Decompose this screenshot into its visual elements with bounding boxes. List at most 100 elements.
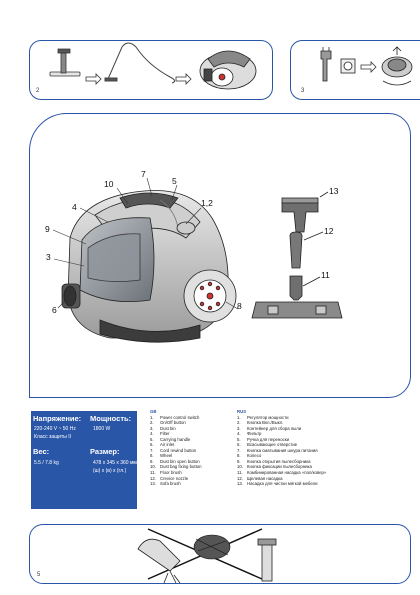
legend-title: GB <box>150 409 157 414</box>
legend-item-number: 3. <box>150 425 154 431</box>
legend-item-number: 8. <box>150 453 154 459</box>
hair-brush-icon <box>193 534 231 560</box>
callout-7: 7 <box>141 169 146 179</box>
power-label: Мощность: <box>90 414 132 423</box>
warning-illustration <box>137 528 277 583</box>
floor-brush-icon <box>49 48 81 77</box>
legend-item-text: Всасывающее отверстие <box>247 442 298 448</box>
callout-9: 9 <box>45 224 50 234</box>
legend-item-number: 10. <box>150 464 156 470</box>
power-dial-icon <box>381 46 413 86</box>
legend-item-text: Crevice nozzle <box>160 475 189 481</box>
panel-number: 3 <box>301 88 305 94</box>
legend-item-text: Кнопка открытия пылесборника <box>247 458 311 464</box>
floor-brush-icon <box>251 275 343 319</box>
legend-item-text: Ручка для переноски <box>247 436 290 442</box>
legend-item-number: 13. <box>237 481 243 487</box>
legend-item-text: Dust bin <box>160 425 176 431</box>
power-value: 1800 W <box>93 426 111 432</box>
legend-item-number: 7. <box>237 447 241 453</box>
size-value: 478 x 345 x 360 мм <box>93 460 137 466</box>
callout-4: 4 <box>72 202 77 212</box>
legend-item-number: 2. <box>237 420 241 426</box>
assembly-illustration <box>49 42 257 90</box>
legend-item-number: 2. <box>150 420 154 426</box>
legend-item-number: 9. <box>237 458 241 464</box>
legend-item-number: 9. <box>150 458 154 464</box>
legend-item-number: 13. <box>150 481 156 487</box>
legend-item: 4.Filter <box>150 431 202 437</box>
legend-item: 12.Щелевая насадка <box>237 476 326 482</box>
weight-value: 5.5 / 7.8 kg <box>34 460 59 466</box>
panel-3-power-plug: 3 <box>290 40 420 100</box>
vacuum-body-icon <box>199 50 257 90</box>
vacuum-cleaner-drawing <box>52 177 343 343</box>
legend-item-text: Фильтр <box>247 431 262 437</box>
legend-item: 2. Кнопка Вкл./Выкл. <box>237 420 326 426</box>
voltage-value: 220-240 V ~ 50 Hz <box>34 426 76 432</box>
legend-item-text: Cord rewind button <box>160 447 197 453</box>
legend-item: 1. Power control switch <box>150 415 202 421</box>
legend-item: 7. Кнопка сматывания шнура питания <box>237 448 326 454</box>
legend-item-number: 3. <box>237 425 241 431</box>
vacuum-side-icon <box>257 538 277 582</box>
legend-item: 5. Carrying handle <box>150 437 202 443</box>
legend-item: 12. Crevice nozzle <box>150 476 202 482</box>
panel-5-warning: 5 <box>29 524 411 584</box>
arrow-right-icon <box>360 61 377 73</box>
socket-icon <box>340 58 356 74</box>
legend-item: 1.Регулятор мощности <box>237 415 326 421</box>
legend-item-text: Air inlet <box>160 442 175 448</box>
callout-1-2: 1,2 <box>201 198 213 208</box>
legend-item: 9. Кнопка открытия пылесборника <box>237 459 326 465</box>
legend-item-text: Floor brush <box>160 470 182 476</box>
legend-item-text: Комбинированная насадка «пол/ковер» <box>247 470 327 476</box>
legend-item-number: 7. <box>150 447 154 453</box>
legend-item-number: 1. <box>150 414 154 420</box>
legend-item-number: 8. <box>237 453 241 459</box>
legend-item-number: 6. <box>237 442 241 448</box>
callout-6: 6 <box>52 305 57 315</box>
legend-item: 6. Всасывающее отверстие <box>237 442 326 448</box>
legend-item-number: 11. <box>150 470 156 476</box>
size-dimensions: (ш) x (в) x (гл.) <box>93 468 127 474</box>
plug-illustration <box>320 46 413 86</box>
legend-item-text: Кнопка сматывания шнура питания <box>247 447 318 453</box>
legend-item-number: 10. <box>237 464 243 470</box>
legend-item-text: Насадка для чистки мягкой мебели <box>247 481 318 487</box>
callout-3: 3 <box>46 252 51 262</box>
callout-12: 12 <box>324 226 334 236</box>
callout-5: 5 <box>172 176 177 186</box>
protection-class: Класс защиты II <box>34 434 72 440</box>
wand-icon <box>137 538 181 583</box>
legend-item-text: Carrying handle <box>160 436 191 442</box>
legend-item-text: Колесо <box>247 453 262 459</box>
legend-item: 2. On/Off button <box>150 420 202 426</box>
legend-item-text: Power control switch <box>160 414 200 420</box>
legend-item-text: Dust bag fixing button <box>160 464 202 470</box>
legend-item-text: On/Off button <box>160 420 186 426</box>
legend-item-text: Кнопка фиксации пылесборника <box>247 464 312 470</box>
legend-item: 3. Dust bin <box>150 426 202 432</box>
arrow-right-icon <box>85 73 102 85</box>
legend-item: 13. Насадка для чистки мягкой мебели <box>237 481 326 487</box>
size-label: Размер: <box>90 447 120 456</box>
legend-item-text: Кнопка Вкл./Выкл. <box>247 420 284 426</box>
legend-item-number: 12. <box>150 475 156 481</box>
legend-item-text: Регулятор мощности <box>247 414 289 420</box>
callout-10: 10 <box>104 179 114 189</box>
legend-item-number: 5. <box>150 436 154 442</box>
legend-item: 7. Cord rewind button <box>150 448 202 454</box>
legend-item-text: Filter <box>160 431 170 437</box>
legend-item: 11. Floor brush <box>150 470 202 476</box>
legend-title: RUS <box>237 409 247 414</box>
legend-item-number: 6. <box>150 442 154 448</box>
legend-item-number: 5. <box>237 436 241 442</box>
voltage-label: Напряжение: <box>33 414 82 423</box>
legend-item: 8.Wheel <box>150 453 202 459</box>
panel-2-assembly: 2 <box>29 40 273 100</box>
legend-item: 4.Фильтр <box>237 431 326 437</box>
legend-item: 10. Кнопка фиксации пылесборника <box>237 464 326 470</box>
leader-lines <box>52 177 239 310</box>
